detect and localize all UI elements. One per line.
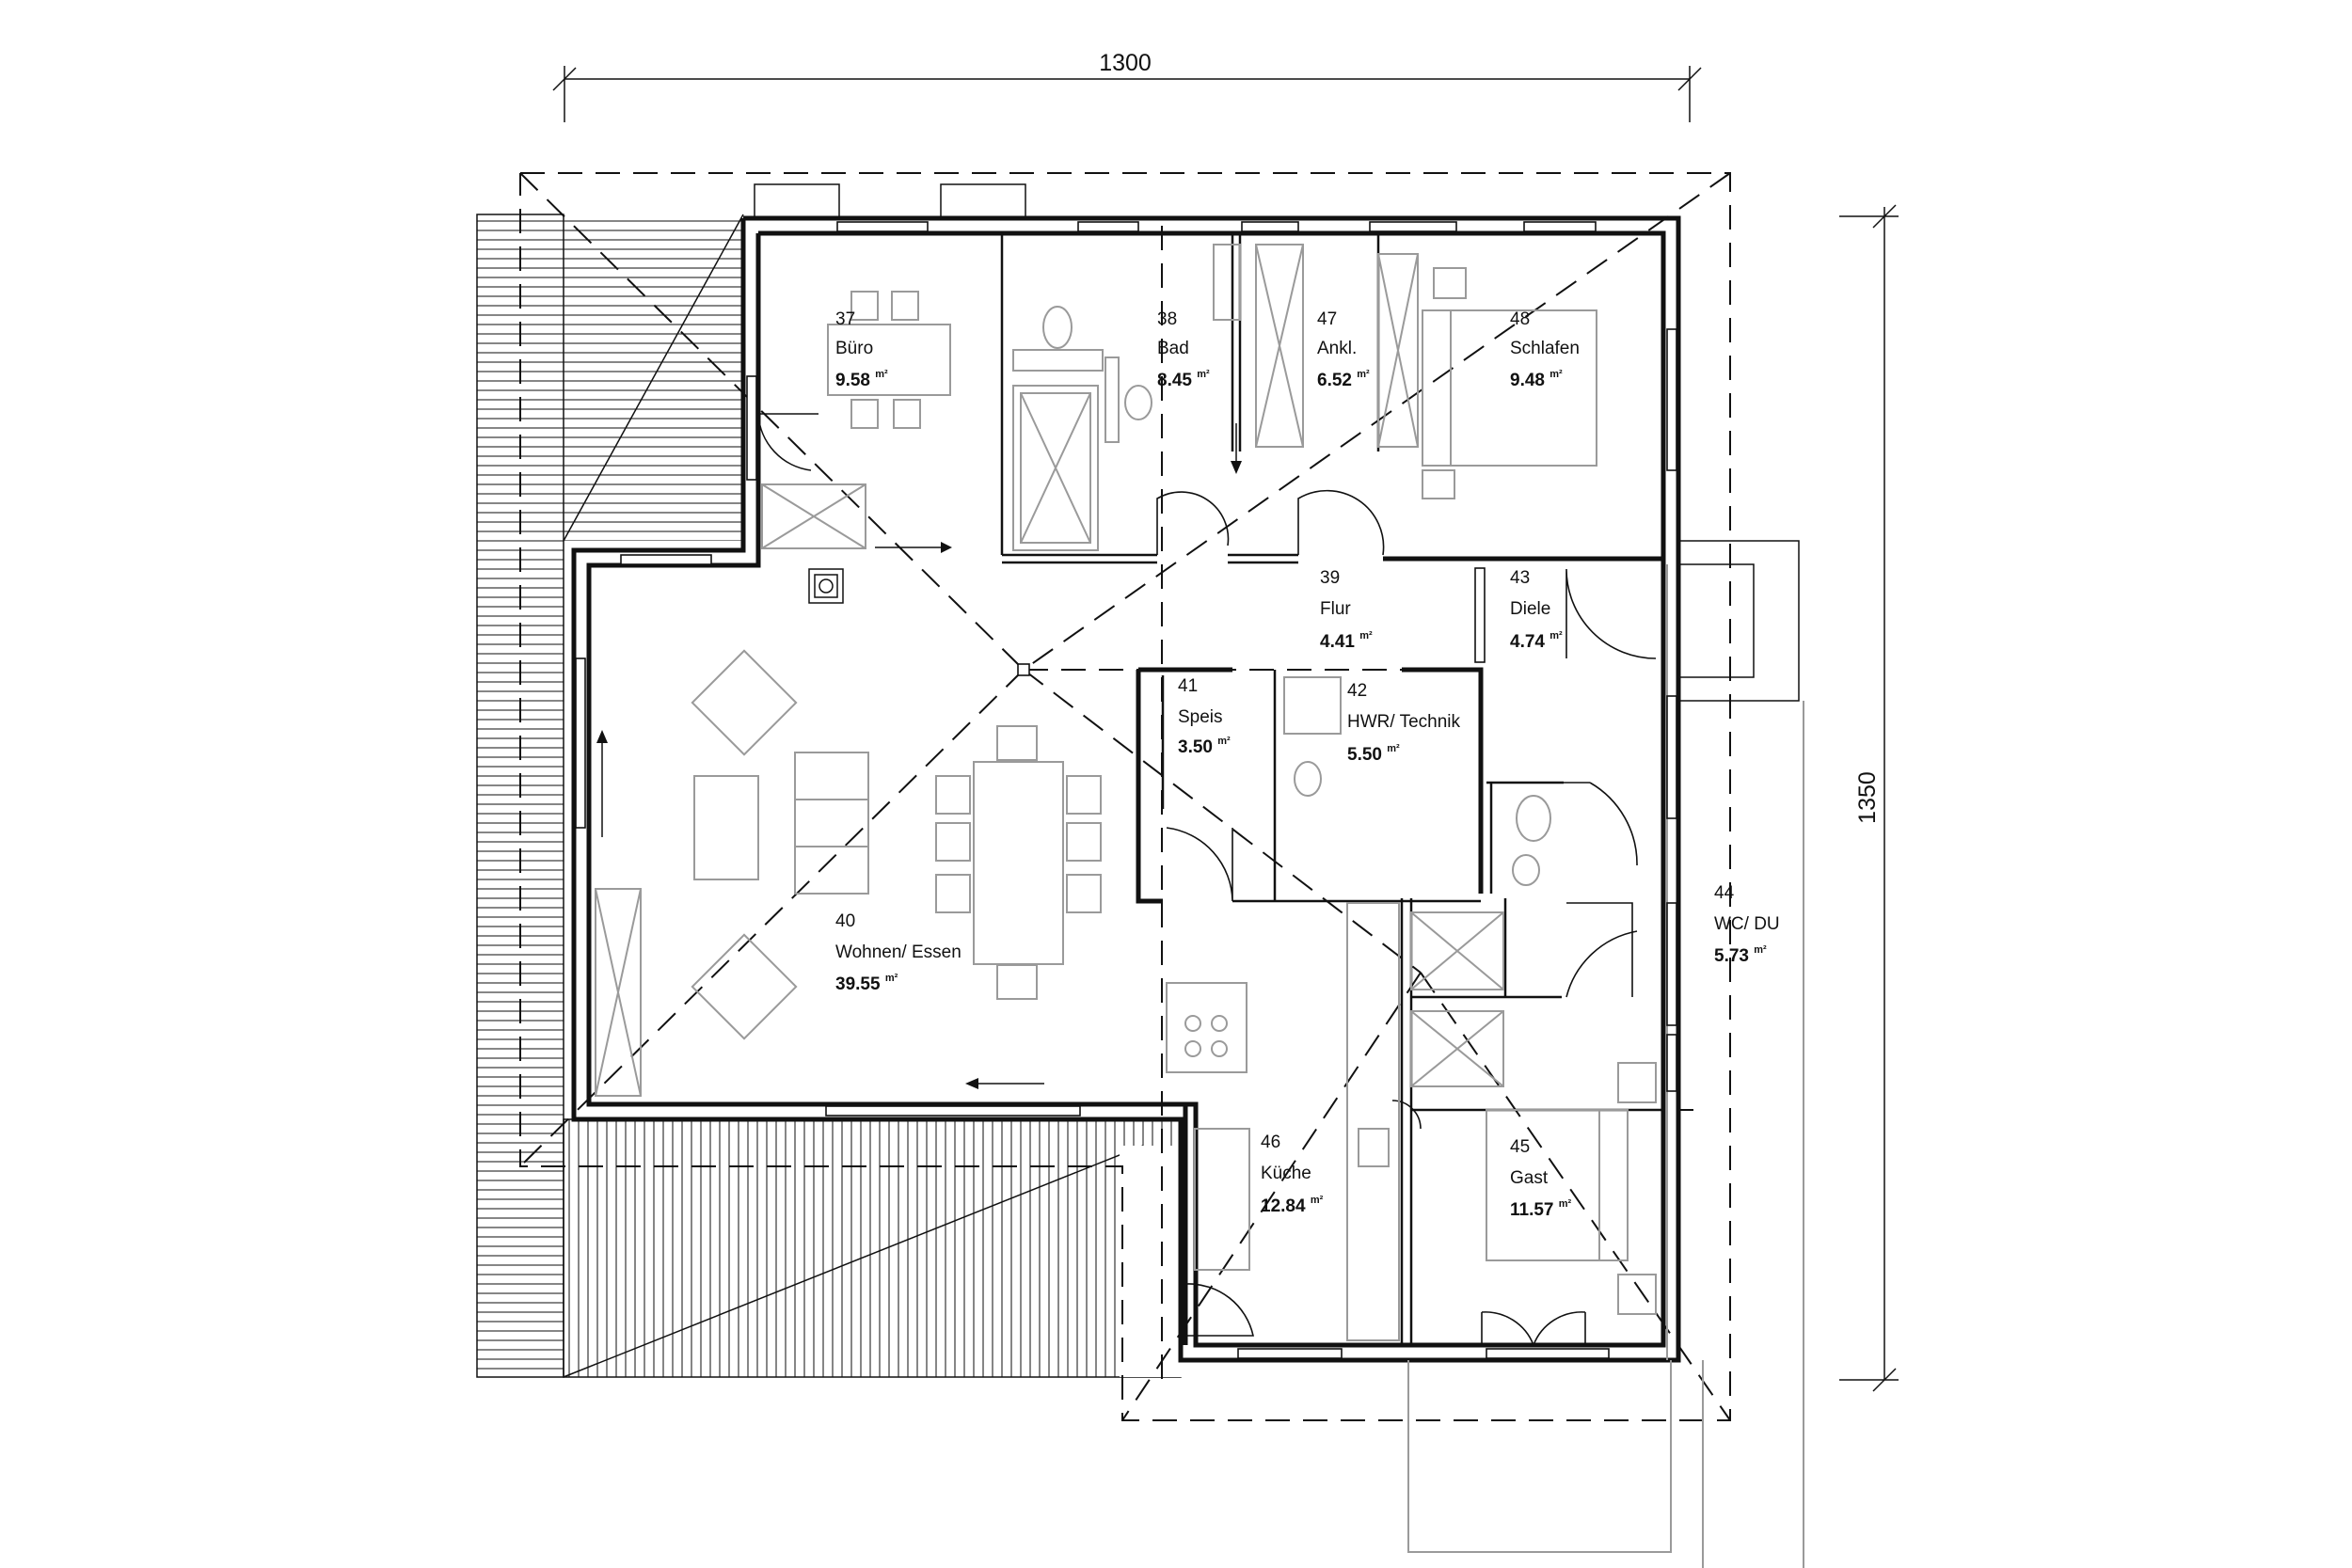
svg-text:Gast: Gast — [1510, 1168, 1549, 1188]
room-label-wohnen-essen: 40 Wohnen/ Essen 39.55 m² — [835, 911, 961, 994]
room-label-wc-du: 44 WC/ DU 5.73 m² — [1714, 883, 1780, 966]
svg-text:9.48 m²: 9.48 m² — [1510, 369, 1563, 390]
outer-walls — [571, 183, 1804, 1568]
svg-text:39.55 m²: 39.55 m² — [835, 973, 898, 994]
room-label-gast: 45 Gast 11.57 m² — [1510, 1137, 1572, 1220]
svg-text:48: 48 — [1510, 309, 1530, 329]
svg-text:39: 39 — [1320, 568, 1340, 588]
svg-text:5.73 m²: 5.73 m² — [1714, 944, 1767, 966]
room-label-diele: 43 Diele 4.74 m² — [1510, 568, 1563, 652]
svg-text:44: 44 — [1714, 883, 1735, 903]
svg-text:4.41 m²: 4.41 m² — [1320, 630, 1373, 652]
svg-text:Schlafen: Schlafen — [1510, 339, 1580, 358]
svg-text:41: 41 — [1178, 676, 1198, 696]
room-label-schlafen: 48 Schlafen 9.48 m² — [1510, 309, 1580, 390]
terrace-south — [563, 1118, 1183, 1378]
svg-text:9.58 m²: 9.58 m² — [835, 369, 888, 390]
svg-text:Diele: Diele — [1510, 599, 1550, 619]
dimension-depth-label: 1350 — [1854, 771, 1881, 824]
svg-text:3.50 m²: 3.50 m² — [1178, 736, 1231, 757]
svg-text:11.57 m²: 11.57 m² — [1510, 1198, 1572, 1220]
svg-text:Flur: Flur — [1320, 599, 1351, 619]
furniture — [595, 244, 1657, 1341]
svg-text:4.74 m²: 4.74 m² — [1510, 630, 1563, 652]
doors — [757, 413, 1657, 1346]
dimension-width: 1300 — [552, 50, 1702, 122]
svg-text:Wohnen/ Essen: Wohnen/ Essen — [835, 942, 961, 962]
svg-text:47: 47 — [1317, 309, 1337, 329]
direction-arrows — [596, 423, 1242, 1089]
svg-text:45: 45 — [1510, 1137, 1530, 1157]
room-label-kueche: 46 Küche 12.84 m² — [1261, 1132, 1324, 1216]
svg-text:42: 42 — [1347, 681, 1367, 701]
svg-text:Speis: Speis — [1178, 707, 1223, 727]
room-label-speis: 41 Speis 3.50 m² — [1178, 676, 1231, 757]
svg-text:12.84 m²: 12.84 m² — [1261, 1195, 1324, 1216]
svg-text:37: 37 — [835, 309, 855, 329]
svg-text:Küche: Küche — [1261, 1164, 1311, 1183]
svg-text:6.52 m²: 6.52 m² — [1317, 369, 1370, 390]
svg-text:46: 46 — [1261, 1132, 1280, 1152]
svg-text:WC/ DU: WC/ DU — [1714, 914, 1780, 934]
svg-text:Ankl.: Ankl. — [1317, 339, 1357, 358]
svg-text:5.50 m²: 5.50 m² — [1347, 743, 1400, 765]
svg-text:HWR/ Technik: HWR/ Technik — [1347, 712, 1461, 732]
dimension-depth: 1350 — [1839, 204, 1899, 1392]
room-label-bad: 38 Bad 8.45 m² — [1157, 309, 1210, 390]
svg-text:Büro: Büro — [835, 339, 873, 358]
svg-text:40: 40 — [835, 911, 855, 931]
svg-text:Bad: Bad — [1157, 339, 1189, 358]
room-label-flur: 39 Flur 4.41 m² — [1320, 568, 1373, 652]
dimension-width-label: 1300 — [1099, 50, 1152, 76]
room-label-hwr-technik: 42 HWR/ Technik 5.50 m² — [1347, 681, 1461, 765]
svg-text:8.45 m²: 8.45 m² — [1157, 369, 1210, 390]
windows — [575, 221, 1677, 1359]
room-label-ankl: 47 Ankl. 6.52 m² — [1317, 309, 1370, 390]
svg-text:43: 43 — [1510, 568, 1530, 588]
room-label-buero: 37 Büro 9.58 m² — [835, 309, 888, 390]
svg-text:38: 38 — [1157, 309, 1177, 329]
